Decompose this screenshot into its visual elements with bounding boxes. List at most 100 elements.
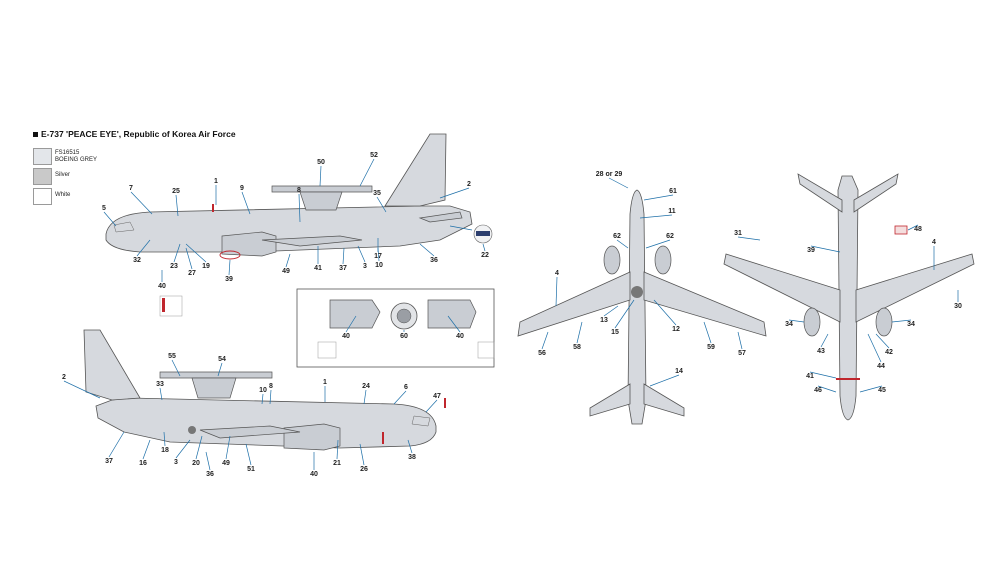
- callout-number-top_profile-18: 39: [225, 276, 233, 283]
- callout-number-top_view-9: 56: [538, 350, 546, 357]
- callout-number-bottom_profile-11: 26: [360, 466, 368, 473]
- tailplane-left-top-view: [589, 383, 631, 417]
- title-text: E-737 'PEACE EYE', Republic of Korea Air…: [41, 129, 236, 139]
- engine-left-bottom-view: [803, 307, 821, 337]
- placard-red-stripe: [162, 298, 165, 312]
- callout-leader-top_view-7: [614, 299, 635, 329]
- engine-left-detail: [329, 299, 381, 329]
- callout-number-detail_box-0: 40: [342, 333, 350, 340]
- engine-right-top-view: [654, 245, 672, 275]
- red-placard-48: [894, 225, 908, 235]
- callout-leader-top_profile-17: [342, 247, 345, 265]
- callout-number-top_profile-15: 35: [373, 190, 381, 197]
- callout-leader-top_profile-4: [130, 191, 153, 215]
- callout-leader-top_view-6: [603, 305, 619, 317]
- callout-number-top_profile-14: 32: [133, 257, 141, 264]
- callout-number-bottom_profile-18: 49: [222, 460, 230, 467]
- callout-leader-top_view-1: [643, 194, 674, 201]
- callout-leader-bottom_view-10: [809, 371, 837, 379]
- callout-number-bottom_view-10: 41: [806, 373, 814, 380]
- callout-number-top_view-2: 11: [668, 208, 676, 215]
- wing-left-top-view: [517, 271, 631, 337]
- door-red-mark: [382, 432, 384, 444]
- callout-leader-bottom_profile-18: [225, 435, 231, 460]
- callout-number-top_profile-23: 52: [370, 152, 378, 159]
- callout-number-top_profile-10: 22: [481, 252, 489, 259]
- callout-number-bottom_view-5: 34: [785, 321, 793, 328]
- callout-leader-top_view-11: [703, 321, 712, 344]
- fuselage-bottom-profile: [95, 397, 437, 449]
- callout-number-top_profile-3: 5: [102, 205, 106, 212]
- callout-number-top_profile-1: 2: [467, 181, 471, 188]
- callout-leader-bottom_profile-13: [205, 451, 211, 471]
- callout-number-top_view-10: 58: [573, 344, 581, 351]
- callout-number-top_profile-5: 8: [297, 187, 301, 194]
- callout-leader-bottom_view-12: [859, 385, 883, 393]
- engine-right-bottom-view: [875, 307, 893, 337]
- callout-leader-top_view-8: [653, 299, 677, 326]
- callout-leader-top_profile-22: [319, 165, 322, 187]
- callout-number-top_profile-7: 10: [375, 262, 383, 269]
- swatch-white: [33, 188, 52, 205]
- nose-red-mark: [444, 398, 446, 408]
- callout-number-bottom_view-11: 46: [814, 387, 822, 394]
- callout-leader-bottom_view-11: [817, 385, 837, 393]
- wing-top-profile: [261, 235, 363, 247]
- callout-number-top_profile-19: 40: [158, 283, 166, 290]
- callout-number-top_view-7: 15: [611, 329, 619, 336]
- callout-number-bottom_profile-19: 51: [247, 466, 255, 473]
- callout-leader-bottom_profile-9: [336, 439, 339, 460]
- callout-leader-bottom_view-2: [810, 245, 841, 253]
- callout-leader-bottom_profile-14: [108, 431, 125, 458]
- callout-number-top_profile-13: 27: [188, 270, 196, 277]
- tail-fin-bottom-profile: [83, 329, 141, 401]
- engine-warning-ring: [219, 250, 241, 260]
- callout-leader-bottom_profile-10: [363, 389, 367, 405]
- callout-leader-bottom_profile-21: [171, 359, 181, 377]
- callout-number-top_view-3: 62: [613, 233, 621, 240]
- tailplane-right-bottom-view: [853, 173, 899, 213]
- callout-leader-bottom_profile-3: [393, 390, 407, 405]
- callout-leader-bottom_profile-2: [175, 439, 191, 459]
- callout-number-bottom_view-0: 31: [734, 230, 742, 237]
- callout-number-bottom_profile-15: 38: [408, 454, 416, 461]
- title-bullet-icon: [33, 132, 38, 138]
- callout-number-bottom_view-1: 48: [914, 226, 922, 233]
- tailplane-left-bottom-view: [797, 173, 843, 213]
- callout-leader-bottom_profile-11: [359, 443, 365, 466]
- placard-box: [159, 295, 183, 317]
- wing-bottom-profile: [199, 425, 301, 439]
- tail-fin-top-profile: [384, 133, 447, 207]
- callout-leader-top_view-3: [616, 239, 629, 249]
- callout-leader-top_profile-15: [376, 196, 387, 213]
- side-profile-left-facing: [105, 133, 493, 317]
- callout-number-top_profile-0: 1: [214, 178, 218, 185]
- callout-leader-top_view-13: [649, 374, 680, 387]
- bottom-view: [723, 173, 975, 421]
- callout-number-top_view-8: 12: [672, 326, 680, 333]
- detail-placard-left: [317, 341, 337, 359]
- callout-number-top_view-6: 13: [600, 317, 608, 324]
- callout-leader-top_profile-14: [136, 239, 151, 257]
- callout-number-bottom_view-9: 42: [885, 349, 893, 356]
- callout-number-top_view-11: 59: [707, 344, 715, 351]
- callout-number-top_profile-20: 41: [314, 265, 322, 272]
- callout-number-bottom_profile-6: 16: [139, 460, 147, 467]
- callout-leader-bottom_profile-1: [63, 380, 101, 399]
- callout-number-detail_box-2: 40: [456, 333, 464, 340]
- callout-leader-bottom_view-7: [820, 333, 829, 348]
- callout-number-top_profile-16: 36: [430, 257, 438, 264]
- callout-number-top_view-12: 57: [738, 350, 746, 357]
- wing-right-bottom-view: [855, 253, 975, 323]
- stabilizer-top-profile: [418, 211, 463, 223]
- swatch-white-label: White: [55, 192, 71, 198]
- callout-leader-top_profile-23: [359, 158, 375, 187]
- engine-fan-detail: [396, 308, 412, 324]
- callout-leader-top_profile-6: [241, 191, 251, 215]
- callout-leader-top_view-10: [576, 321, 583, 344]
- detail-placard-right: [477, 341, 495, 359]
- dome-top-view: [631, 286, 643, 298]
- callout-number-top_profile-12: 25: [172, 188, 180, 195]
